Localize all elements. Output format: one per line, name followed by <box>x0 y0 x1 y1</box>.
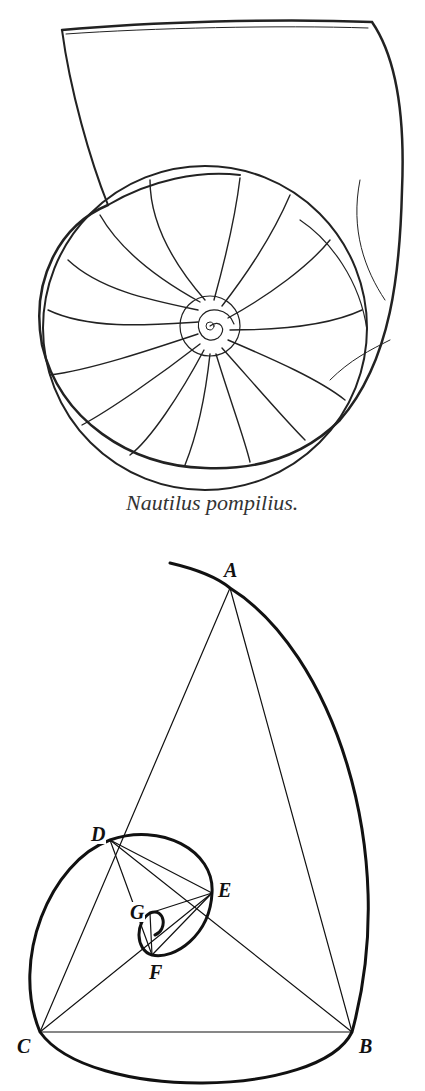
point-label: E <box>217 880 232 900</box>
caption: Nautilus pompilius. <box>126 490 298 516</box>
point-label: G <box>129 902 145 922</box>
point-label: A <box>223 560 238 580</box>
point-label: C <box>16 1036 31 1056</box>
point-label: D <box>90 824 106 844</box>
point-label: F <box>148 962 163 982</box>
point-label: B <box>358 1036 373 1056</box>
